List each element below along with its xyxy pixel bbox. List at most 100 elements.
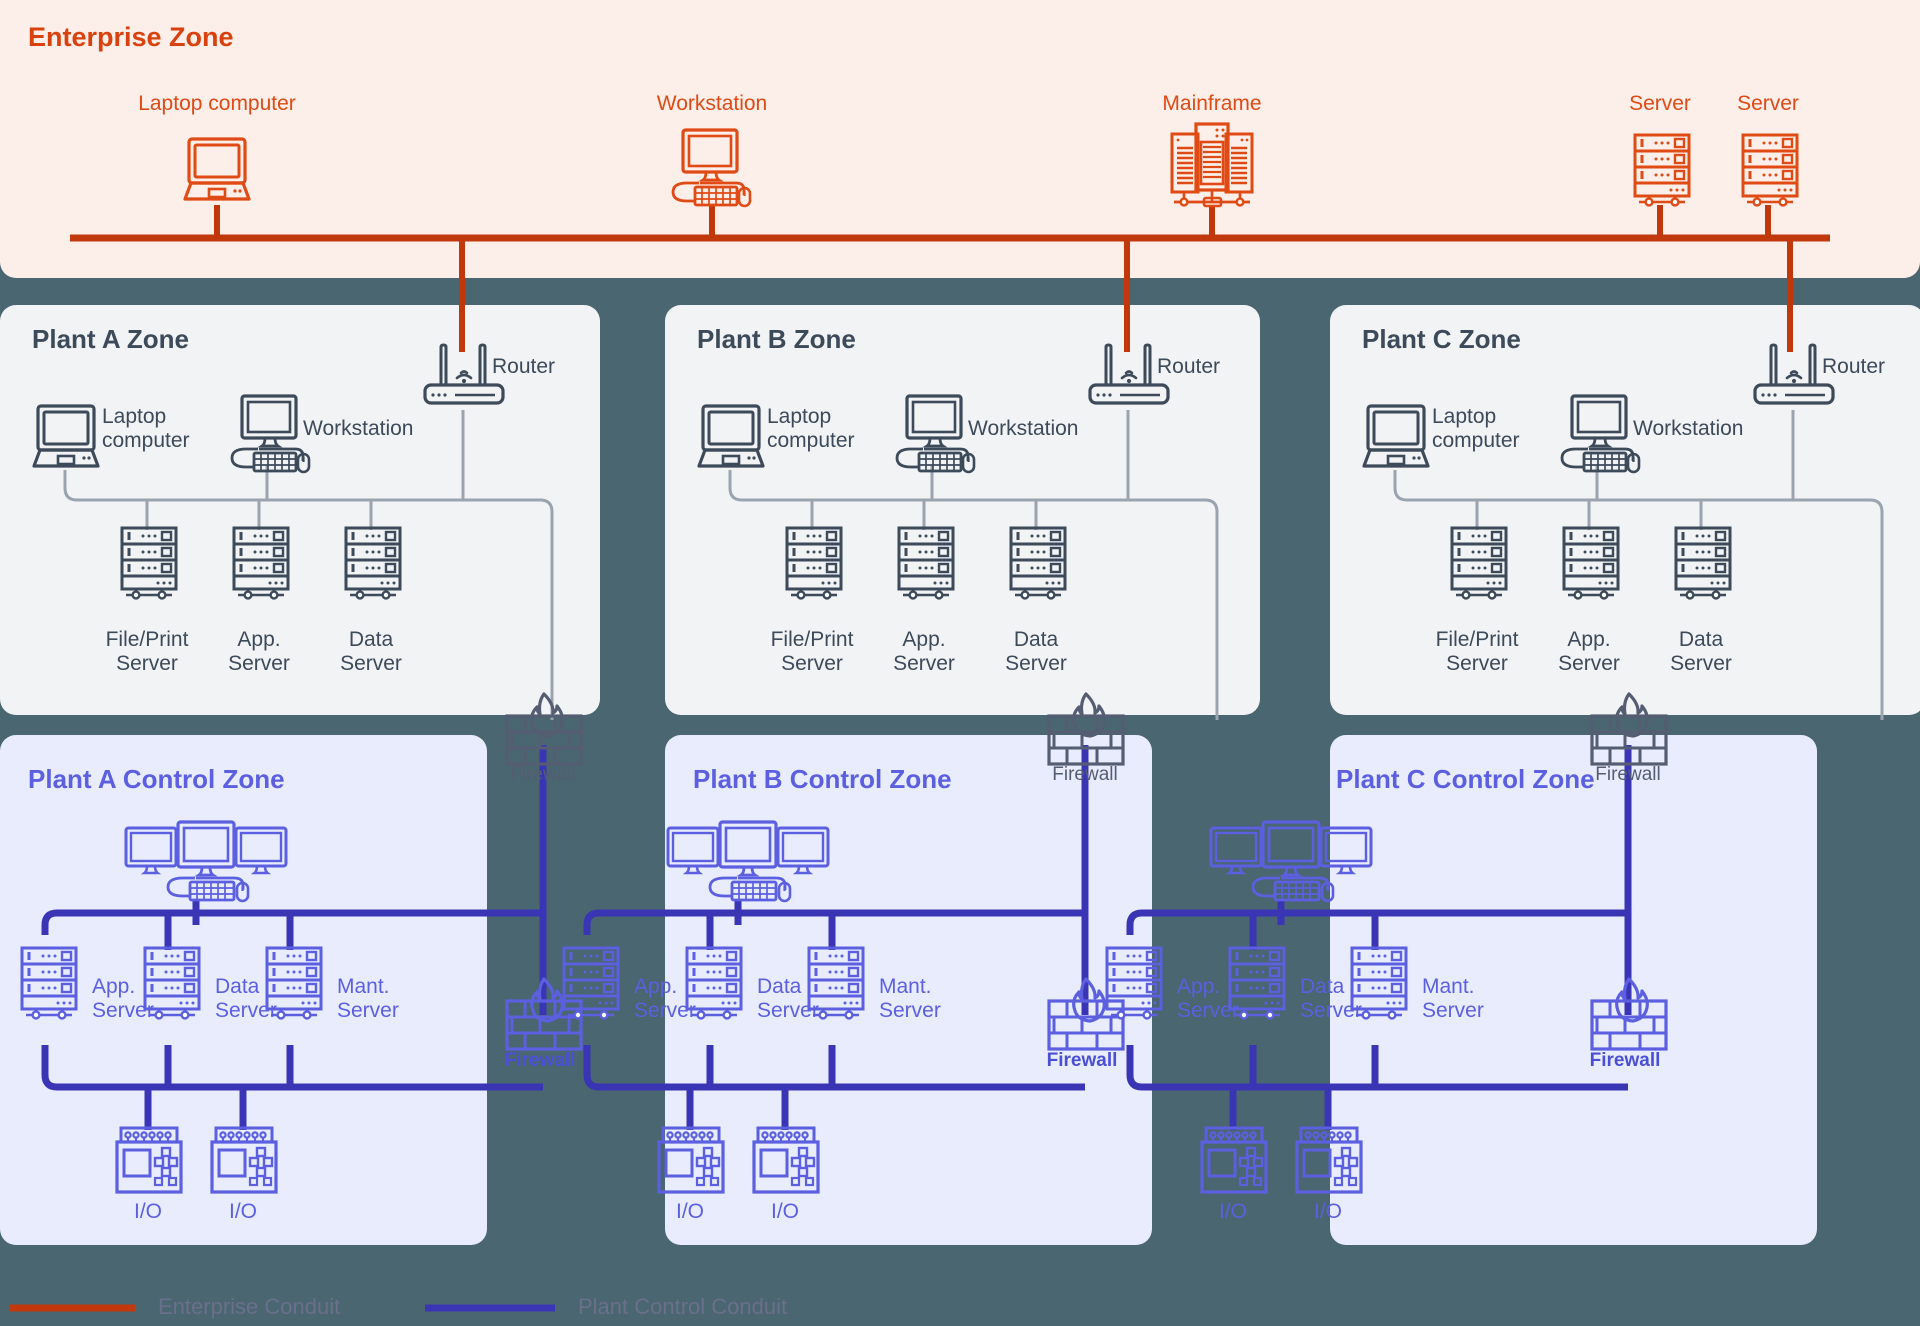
ctrl-b-app-server-label: App. Server: [634, 975, 696, 1022]
plant-b-fileprint-server-icon: [785, 526, 843, 600]
plant-c-control-zone-panel: [1330, 735, 1817, 1245]
ctrl-c-top-backbone-left: [1126, 909, 1628, 926]
plant-c-app-server-icon: [1562, 526, 1620, 600]
plant-c-firewall-icon: [1590, 692, 1668, 766]
plant-b-control-zone-panel: [665, 735, 1152, 1245]
enterprise-laptop-icon: [183, 137, 251, 201]
plant-a-firewall-icon: [505, 692, 583, 766]
enterprise-server-1-icon: [1633, 133, 1691, 207]
plant-b-data-server-label: Data Server: [1005, 628, 1067, 675]
ctrl-c-data-server-label: Data Server: [1300, 975, 1362, 1022]
ctrl-c-hmi-icon: [1209, 820, 1373, 903]
ctrl-a-io-2-label: I/O: [228, 1200, 258, 1223]
ctrl-a-io-1-icon: [115, 1126, 183, 1194]
plant-c-workstation-icon: [1560, 394, 1641, 474]
plant-a-laptop-label: Laptop computer: [102, 405, 190, 452]
ctrl-a-top-backbone-left: [41, 909, 543, 926]
plant-a-app-server-label: App. Server: [228, 628, 290, 675]
plant-c-workstation-label: Workstation: [1633, 417, 1744, 440]
plant-c-data-server-label: Data Server: [1670, 628, 1732, 675]
plant-b-app-server-label: App. Server: [893, 628, 955, 675]
plant-c-backbone: [1393, 470, 1884, 720]
plant-b-zone-title: Plant B Zone: [697, 324, 856, 354]
plant-a-workstation-icon: [230, 394, 311, 474]
plant-a-control-zone-title: Plant A Control Zone: [28, 764, 285, 794]
plant-c-fileprint-server-label: File/Print Server: [1435, 628, 1519, 675]
plant-a-app-server-icon: [232, 526, 290, 600]
plant-b-router-label: Router: [1157, 355, 1221, 378]
plant-b-control-zone-title: Plant B Control Zone: [693, 764, 952, 794]
plant-a-zone-panel: [0, 305, 600, 715]
ctrl-b-hmi-icon: [666, 820, 830, 903]
enterprise-workstation-icon: [671, 128, 752, 208]
ctrl-b-app-server-icon: [562, 946, 620, 1020]
enterprise-server-1-label: Server: [1629, 92, 1691, 115]
plant-a-firewall-label: Firewall: [510, 764, 576, 785]
ctrl-a-hmi-icon: [124, 820, 288, 903]
enterprise-mainframe-label: Mainframe: [1162, 92, 1262, 115]
ctrl-c-app-server-icon: [1105, 946, 1163, 1020]
ctrl-a-bottom-backbone: [41, 1045, 543, 1091]
plant-c-control-zone-title: Plant C Control Zone: [1336, 764, 1595, 794]
plant-c-firewall-label: Firewall: [1595, 764, 1661, 785]
plant-b-workstation-icon: [895, 394, 976, 474]
legend-label-control-conduit: Plant Control Conduit: [578, 1294, 788, 1319]
plant-b-backbone: [728, 470, 1219, 720]
ctrl-c-app-server-label: App. Server: [1177, 975, 1239, 1022]
ctrl-a-app-server-icon: [20, 946, 78, 1020]
ctrl-b-data-server-label: Data Server: [757, 975, 819, 1022]
enterprise-mainframe-icon: [1170, 122, 1254, 208]
plant-a-data-server-label: Data Server: [340, 628, 402, 675]
enterprise-server-2-icon: [1741, 133, 1799, 207]
ctrl-c-io-2-label: I/O: [1313, 1200, 1343, 1223]
plant-c-zone-panel: [1330, 305, 1920, 715]
ctrl-a-mant-server-label: Mant. Server: [337, 975, 399, 1022]
ctrl-c-io-1-label: I/O: [1218, 1200, 1248, 1223]
plant-c-laptop-icon: [1362, 404, 1430, 468]
plant-a-router-label: Router: [492, 355, 556, 378]
plant-b-firewall-icon: [1047, 692, 1125, 766]
plant-b-laptop-icon: [697, 404, 765, 468]
ctrl-b-mant-server-label: Mant. Server: [879, 975, 941, 1022]
plant-b-fileprint-server-label: File/Print Server: [770, 628, 854, 675]
enterprise-zone-title: Enterprise Zone: [28, 22, 234, 52]
ctrl-a-data-server-label: Data Server: [215, 975, 277, 1022]
plant-a-workstation-label: Workstation: [303, 417, 414, 440]
plant-c-router-label: Router: [1822, 355, 1886, 378]
ctrl-b-top-backbone-left: [583, 909, 1085, 926]
ctrl-c-firewall-label: Firewall: [1589, 1050, 1661, 1071]
plant-a-fileprint-server-label: File/Print Server: [105, 628, 189, 675]
plant-a-zone-title: Plant A Zone: [32, 324, 189, 354]
ctrl-a-firewall-label: Firewall: [504, 1050, 576, 1071]
enterprise-laptop-label: Laptop computer: [138, 92, 296, 115]
plant-c-fileprint-server-icon: [1450, 526, 1508, 600]
ctrl-b-firewall-label: Firewall: [1046, 1050, 1118, 1071]
plant-a-laptop-icon: [32, 404, 100, 468]
ctrl-b-io-2-label: I/O: [770, 1200, 800, 1223]
plant-b-zone-panel: [665, 305, 1260, 715]
enterprise-server-2-label: Server: [1737, 92, 1799, 115]
enterprise-zone-panel: [0, 0, 1920, 278]
ctrl-c-io-2-icon: [1295, 1126, 1363, 1194]
plant-c-data-server-icon: [1674, 526, 1732, 600]
plant-b-laptop-label: Laptop computer: [767, 405, 855, 452]
plant-a-backbone: [63, 470, 554, 720]
ctrl-a-app-server-label: App. Server: [92, 975, 154, 1022]
plant-c-laptop-label: Laptop computer: [1432, 405, 1520, 452]
plant-b-data-server-icon: [1009, 526, 1067, 600]
plant-c-app-server-label: App. Server: [1558, 628, 1620, 675]
ctrl-a-io-1-label: I/O: [133, 1200, 163, 1223]
ctrl-c-bottom-backbone: [1126, 1045, 1628, 1091]
plant-a-data-server-icon: [344, 526, 402, 600]
plant-b-workstation-label: Workstation: [968, 417, 1079, 440]
ctrl-b-io-1-icon: [657, 1126, 725, 1194]
ctrl-c-mant-server-label: Mant. Server: [1422, 975, 1484, 1022]
enterprise-workstation-label: Workstation: [656, 92, 768, 115]
ctrl-c-io-1-icon: [1200, 1126, 1268, 1194]
ctrl-b-io-1-label: I/O: [675, 1200, 705, 1223]
ctrl-b-io-2-icon: [752, 1126, 820, 1194]
ctrl-c-firewall-icon: [1590, 977, 1668, 1051]
